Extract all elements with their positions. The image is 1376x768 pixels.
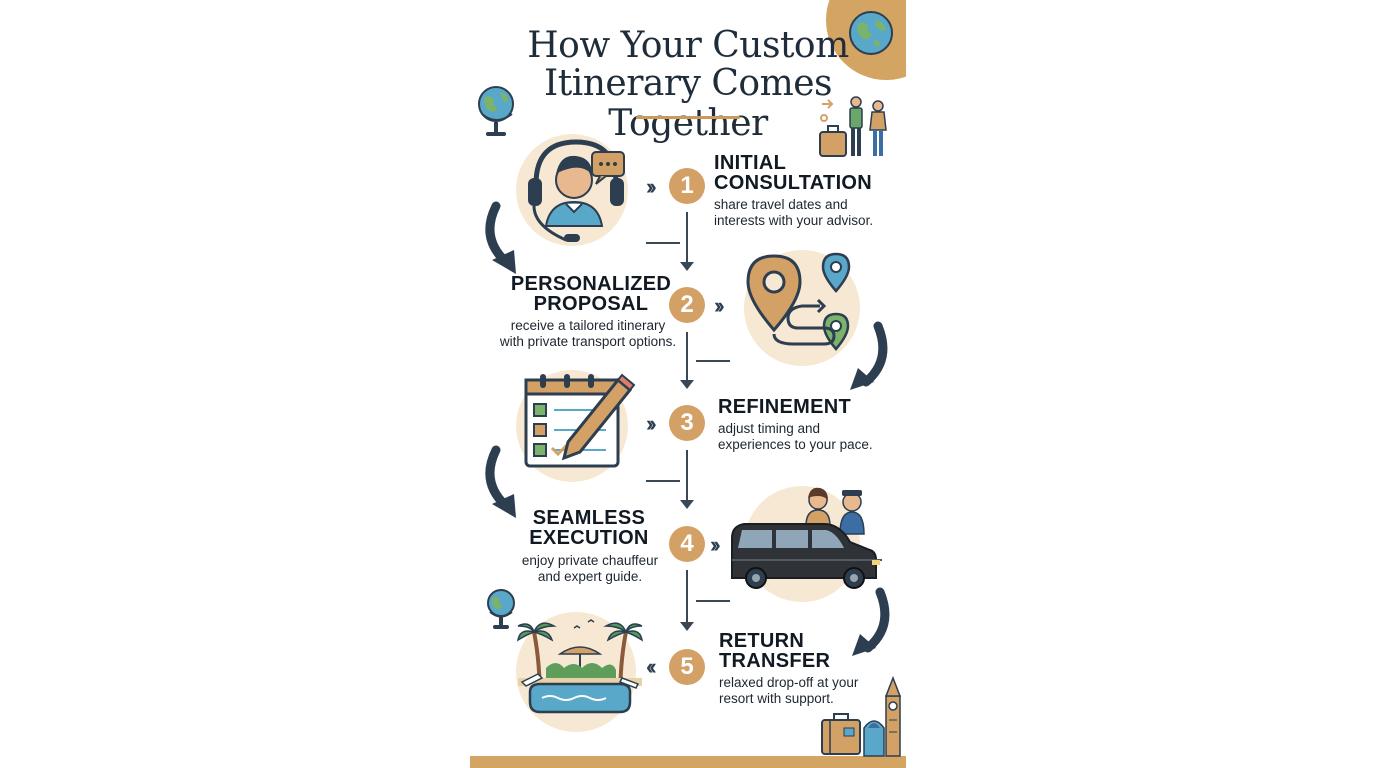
resort-pool-palms-icon	[516, 619, 644, 714]
step-2-title-line-2: PROPOSAL	[533, 293, 649, 315]
step-4-title-line-2: EXECUTION	[529, 527, 649, 549]
step-3-desc-line-2: experiences to your pace.	[718, 437, 873, 452]
step-3-title-line-1: REFINEMENT	[718, 396, 851, 418]
step-4-number: 4	[669, 526, 705, 562]
step-1-chevron-icon: ››	[646, 174, 656, 199]
curved-arrow-icon	[485, 445, 516, 518]
connector-arrowhead	[680, 500, 694, 509]
step-4-desc-line-2: and expert guide.	[537, 569, 643, 584]
step-2-chevron-icon: ››	[714, 293, 724, 318]
step-3-number: 3	[669, 405, 705, 441]
checklist-pencil-icon	[524, 373, 636, 468]
step-2-desc-line-2: with private transport options.	[499, 334, 677, 349]
connector-line	[686, 332, 688, 380]
private-van-chauffeur-icon	[731, 487, 882, 589]
travelers-luggage-icon	[819, 96, 887, 157]
connector-arrowhead	[680, 262, 694, 271]
step-5-number: 5	[669, 649, 705, 685]
connector-arrowhead	[680, 380, 694, 389]
bottom-accent-bar	[470, 756, 906, 768]
step-3-desc-line-1: adjust timing and	[718, 421, 821, 436]
title-line-1: How Your Custom	[527, 25, 849, 66]
connector-dash	[646, 480, 680, 482]
infographic-poster: How Your Custom Itinerary Comes Together	[470, 0, 906, 768]
connector-line	[686, 450, 688, 500]
step-1-desc-line-2: interests with your advisor.	[714, 213, 874, 228]
step-5-title-line-2: TRANSFER	[719, 650, 831, 672]
step-4-title-line-1: SEAMLESS	[532, 507, 646, 529]
desk-globe-icon	[487, 589, 515, 629]
step-4-desc-line-1: enjoy private chauffeur	[521, 553, 659, 568]
connector-line	[686, 212, 688, 262]
headset-advisor-icon	[528, 139, 625, 242]
connector-dash	[696, 360, 730, 362]
step-4-chevron-icon: ››	[710, 532, 720, 557]
curved-arrow-icon	[852, 587, 890, 656]
globe-icon	[849, 11, 893, 55]
step-5-desc-line-1: relaxed drop-off at your	[719, 675, 859, 690]
curved-arrow-icon	[485, 201, 516, 274]
step-2-desc-line-1: receive a tailored itinerary	[510, 318, 666, 333]
step-1-desc-line-1: share travel dates and	[714, 197, 848, 212]
connector-dash	[646, 242, 680, 244]
step-1-number: 1	[669, 168, 705, 204]
step-2-title-line-1: PERSONALIZED	[510, 273, 672, 295]
curved-arrow-icon	[850, 321, 888, 390]
title-divider	[636, 116, 740, 119]
connector-arrowhead	[680, 622, 694, 631]
map-route-pins-icon	[746, 252, 851, 351]
step-1-title-line-2: CONSULTATION	[714, 172, 873, 194]
big-ben-landmark-icon	[821, 675, 902, 757]
step-5-chevron-icon: ‹‹	[646, 654, 656, 679]
step-1-title-line-1: INITIAL	[714, 152, 787, 174]
step-5-title-line-1: RETURN	[719, 630, 805, 652]
connector-dash	[696, 600, 730, 602]
connector-line	[686, 570, 688, 622]
title-line-2: Itinerary Comes Together	[544, 63, 833, 144]
step-5-desc-line-2: resort with support.	[719, 691, 834, 706]
desk-globe-icon	[478, 86, 514, 136]
step-2-number: 2	[669, 287, 705, 323]
step-3-chevron-icon: ››	[646, 411, 656, 436]
